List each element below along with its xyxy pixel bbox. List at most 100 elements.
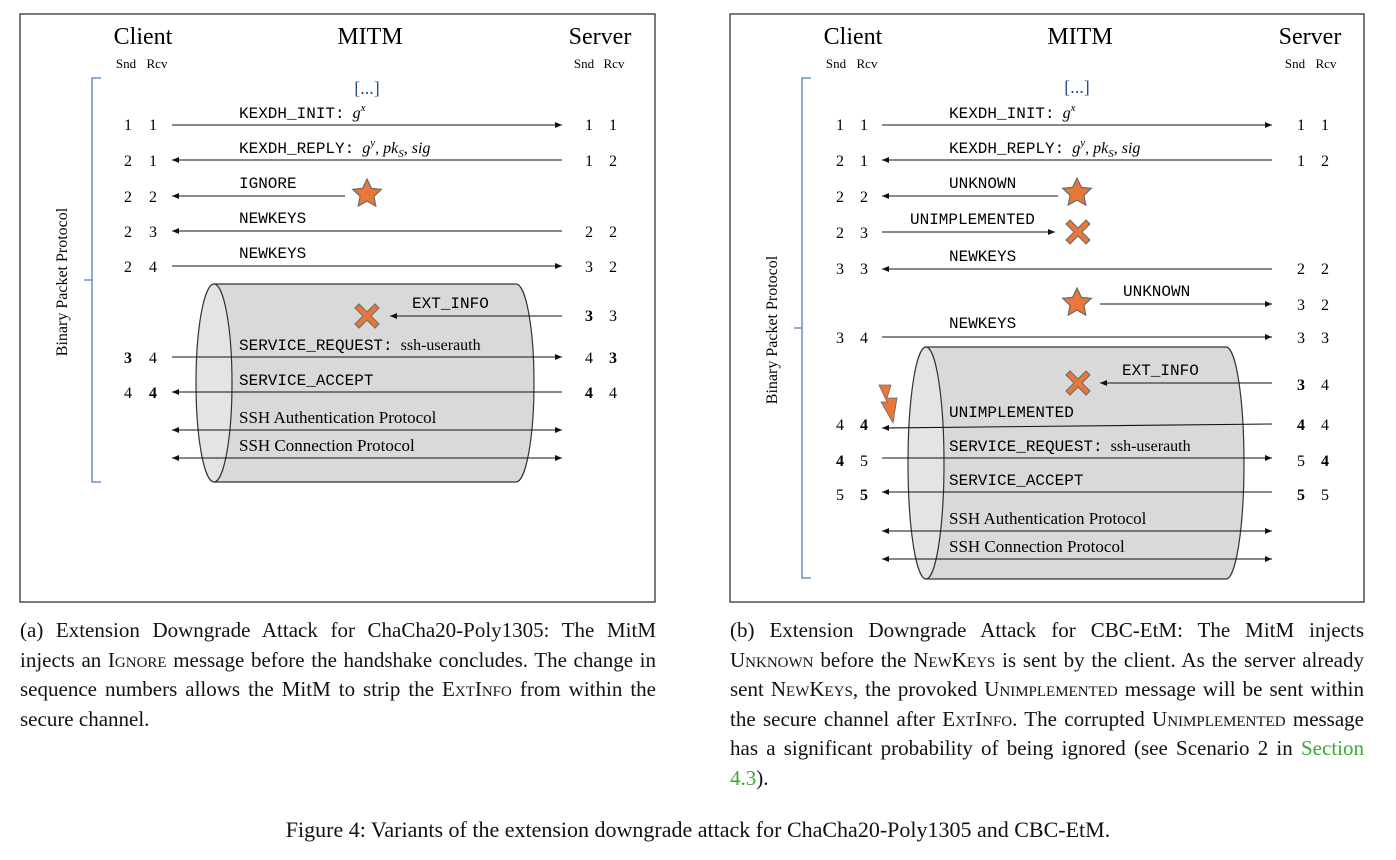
star-icon (352, 178, 382, 207)
seq-number: 3 (1297, 330, 1305, 347)
seq-number: 4 (1297, 417, 1305, 434)
bpp-label: Binary Packet Protocol (54, 207, 71, 356)
client-header: Client (824, 24, 883, 50)
star-icon (1062, 287, 1092, 316)
seq-number: 5 (1297, 453, 1305, 470)
arrow-unimplemented-2 (881, 423, 1273, 431)
seq-number: 1 (124, 117, 132, 134)
seq-number: 5 (860, 487, 868, 504)
seq-number: 2 (1321, 261, 1329, 278)
msg-unimplemented-2: UNIMPLEMENTED (949, 404, 1074, 422)
seq-number: 4 (1321, 453, 1329, 470)
seq-number: 4 (860, 417, 868, 434)
lightning-icon (878, 384, 898, 425)
server-rcv-header: Rcv (1316, 56, 1337, 71)
seq-number: 4 (1321, 377, 1329, 394)
msg-ignore: IGNORE (239, 175, 297, 193)
seq-number: 4 (149, 259, 157, 276)
seq-number: 2 (124, 224, 132, 241)
client-snd-header: Snd (116, 56, 137, 71)
seq-number: 2 (124, 259, 132, 276)
seq-number: 4 (149, 385, 157, 402)
seq-number: 2 (124, 153, 132, 170)
msg-unknown-1: UNKNOWN (949, 175, 1016, 193)
msg-unimplemented-1: UNIMPLEMENTED (910, 211, 1035, 229)
panel-a-frame (19, 13, 656, 603)
seq-number: 3 (609, 308, 617, 325)
seq-number: 1 (860, 117, 868, 134)
client-rcv-header: Rcv (857, 56, 878, 71)
seq-number: 2 (1321, 297, 1329, 314)
seq-number: 4 (836, 417, 844, 434)
seq-number: 3 (860, 261, 868, 278)
caption-a: (a) Extension Downgrade Attack for ChaCh… (20, 618, 656, 731)
msg-newkeys-server: NEWKEYS (239, 210, 306, 228)
seq-number: 1 (149, 153, 157, 170)
seq-number: 4 (836, 453, 844, 470)
seq-number: 3 (124, 350, 132, 367)
bpp-bracket (794, 77, 811, 579)
seq-number: 3 (836, 330, 844, 347)
seq-number: 5 (1297, 487, 1305, 504)
seq-number: 4 (860, 330, 868, 347)
seq-number: 1 (836, 117, 844, 134)
seq-number: 3 (149, 224, 157, 241)
seq-number: 4 (124, 385, 132, 402)
seq-number: 2 (836, 189, 844, 206)
msg-kexdh-init: KEXDH_INIT:gx (239, 102, 366, 123)
msg-service-accept: SERVICE_ACCEPT (239, 372, 373, 390)
seq-number: 3 (609, 350, 617, 367)
client-rcv-header: Rcv (147, 56, 168, 71)
seq-number: 2 (124, 189, 132, 206)
msg-ext-info: EXT_INFO (412, 295, 489, 313)
seq-number: 2 (609, 224, 617, 241)
seq-number: 4 (585, 350, 593, 367)
seq-number: 1 (1297, 117, 1305, 134)
seq-number: 2 (1321, 153, 1329, 170)
seq-number: 2 (149, 189, 157, 206)
msg-service-request: SERVICE_REQUEST:ssh-userauth (949, 438, 1191, 456)
msg-newkeys-client: NEWKEYS (949, 315, 1016, 333)
server-rcv-header: Rcv (604, 56, 625, 71)
msg-unknown-2: UNKNOWN (1123, 283, 1190, 301)
seq-number: 3 (1297, 377, 1305, 394)
mitm-header: MITM (1047, 24, 1112, 50)
seq-number: 5 (1321, 487, 1329, 504)
seq-number: 2 (836, 225, 844, 242)
figure-caption: Figure 4: Variants of the extension down… (285, 817, 1111, 842)
seq-number: 4 (585, 385, 593, 402)
star-icon (1062, 177, 1092, 206)
ellipsis: [...] (1064, 77, 1090, 97)
client-snd-header: Snd (826, 56, 847, 71)
seq-number: 1 (1321, 117, 1329, 134)
msg-service-request: SERVICE_REQUEST:ssh-userauth (239, 337, 481, 355)
seq-number: 1 (149, 117, 157, 134)
msg-newkeys-server: NEWKEYS (949, 248, 1016, 266)
seq-number: 5 (836, 487, 844, 504)
seq-number: 4 (609, 385, 617, 402)
seq-number: 3 (585, 308, 593, 325)
section-link[interactable]: Section 4.3 (730, 736, 1364, 790)
seq-number: 1 (585, 153, 593, 170)
seq-number: 3 (860, 225, 868, 242)
msg-ext-info: EXT_INFO (1122, 362, 1199, 380)
seq-number: 2 (609, 153, 617, 170)
seq-number: 2 (609, 259, 617, 276)
panel-a: Client MITM Server Snd Rcv Snd Rcv [...]… (19, 13, 656, 603)
seq-number: 2 (1297, 261, 1305, 278)
msg-kexdh-reply: KEXDH_REPLY:gy, pkS, sig (949, 137, 1140, 160)
mitm-header: MITM (337, 24, 402, 50)
caption-b: (b) Extension Downgrade Attack for CBC-E… (730, 618, 1364, 790)
msg-kexdh-reply: KEXDH_REPLY:gy, pkS, sig (239, 137, 430, 160)
msg-ssh-conn: SSH Connection Protocol (949, 537, 1125, 556)
seq-number: 4 (1321, 417, 1329, 434)
bpp-label: Binary Packet Protocol (764, 255, 781, 404)
figure-canvas: Client MITM Server Snd Rcv Snd Rcv [...]… (19, 13, 1365, 603)
bpp-bracket (84, 77, 101, 483)
server-snd-header: Snd (1285, 56, 1306, 71)
seq-number: 1 (860, 153, 868, 170)
seq-number: 1 (1297, 153, 1305, 170)
msg-ssh-auth: SSH Authentication Protocol (949, 509, 1147, 528)
seq-number: 2 (585, 224, 593, 241)
